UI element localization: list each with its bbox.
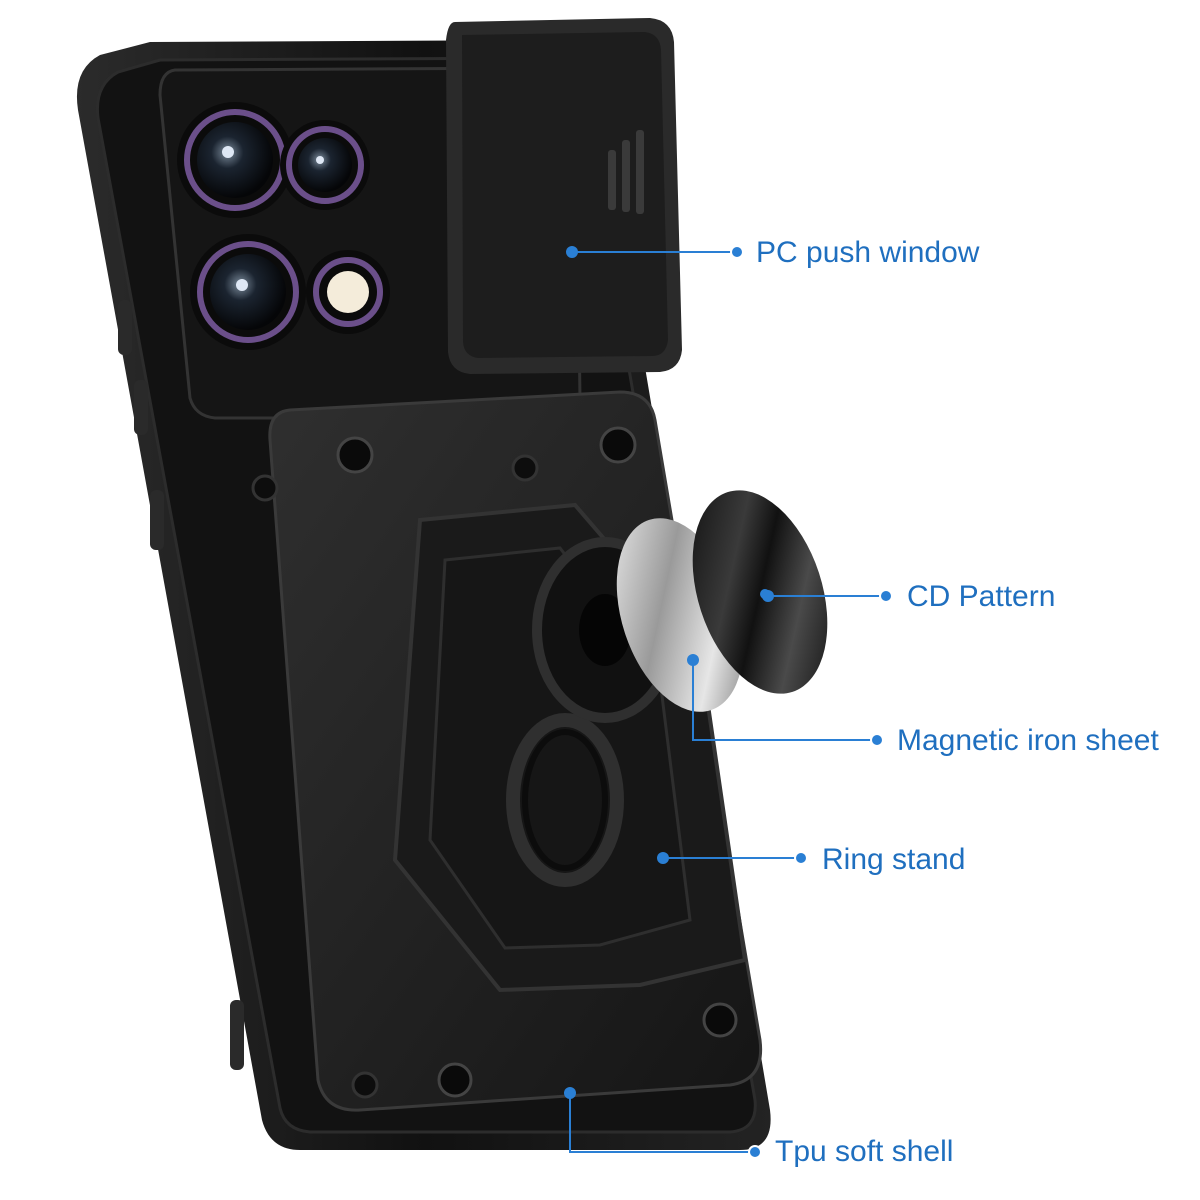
callout-line-pc-push-window <box>566 245 744 259</box>
push-window-slider <box>446 18 682 374</box>
callout-line-tpu-soft-shell <box>564 1087 762 1159</box>
callout-pc-push-window: PC push window <box>756 236 980 269</box>
callout-tpu-soft-shell: Tpu soft shell <box>775 1135 954 1168</box>
camera-lens-tele <box>280 120 370 210</box>
callout-cd-pattern: CD Pattern <box>907 580 1056 613</box>
flash-light <box>306 250 390 334</box>
callout-magnetic-iron-sheet: Magnetic iron sheet <box>897 724 1159 757</box>
callout-line-magnetic-iron-sheet <box>687 654 884 747</box>
camera-lens-main <box>177 102 293 218</box>
callout-ring-stand: Ring stand <box>822 843 966 876</box>
ring-stand <box>506 713 624 887</box>
callout-line-cd-pattern <box>762 589 893 603</box>
armor-back-plate <box>251 390 763 1112</box>
callout-line-ring-stand <box>657 851 808 865</box>
camera-lens-wide <box>190 234 306 350</box>
callout-lines <box>564 245 893 1159</box>
